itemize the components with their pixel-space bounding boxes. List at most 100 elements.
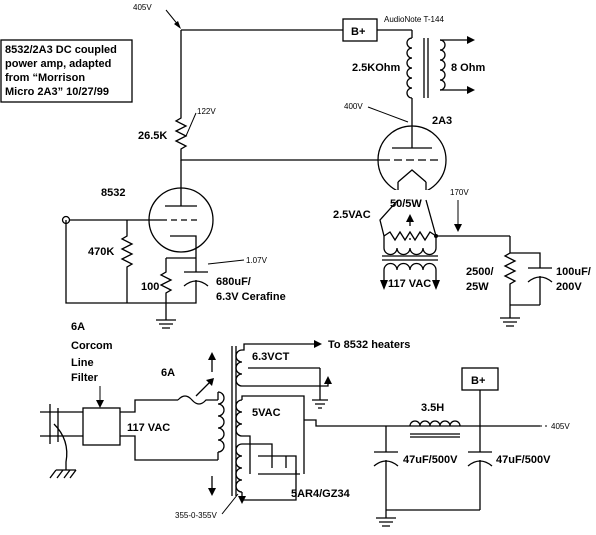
r-plate-26k5 (174, 30, 380, 161)
choke-coil (409, 420, 461, 427)
r-grid-label: 470K (88, 246, 114, 258)
bias-ground-lead (509, 304, 540, 318)
out-xfmr-core (423, 38, 429, 98)
heater-ct-ground (248, 367, 328, 409)
tube-2a3-label: 2A3 (432, 115, 452, 127)
c-cathode-label-1: 680uF/ (216, 276, 251, 288)
voltage-107: 1.07V (246, 256, 268, 265)
title-line-3: from “Morrison (5, 72, 85, 84)
title-line-2: power amp, adapted (5, 58, 111, 70)
tube-2a3-plate (392, 130, 432, 149)
power-switch-arrowhead (206, 378, 214, 386)
heater-winding-label: 6.3VCT (252, 351, 290, 363)
title-line-1: 8532/2A3 DC coupled (5, 44, 117, 56)
fuse-label: 6A (161, 367, 175, 379)
voltage-405-top: 405V (133, 3, 152, 12)
power-xfmr-primary-arrows (208, 352, 216, 496)
mains-plug (49, 404, 59, 444)
filter-label-arrowhead (96, 400, 104, 408)
c-cathode-680uf (166, 258, 209, 304)
primary-z-label: 2.5KOhm (352, 62, 401, 74)
line-filter (82, 407, 121, 446)
pot-resistor (383, 230, 437, 242)
out-xfmr-secondary-coil (439, 39, 446, 91)
filament-primary-leads (383, 270, 437, 280)
tube-8532-cathode (170, 235, 197, 258)
choke-label: 3.5H (421, 402, 444, 414)
bplus-top-box (342, 18, 378, 42)
out-xfmr-secondary-leads (440, 39, 468, 91)
rect-fil-leads (241, 395, 305, 474)
power-xfmr-primary (217, 391, 225, 453)
voltage-355-arrow (221, 493, 239, 515)
power-xfmr-core (231, 346, 237, 496)
voltage-170: 170V (450, 188, 469, 197)
title-line-4: Micro 2A3” 10/27/99 (5, 86, 109, 98)
out-xfmr-primary-coil (406, 37, 413, 99)
filament-xfmr-vac: 117 VAC (388, 278, 431, 290)
c-filter-1 (373, 426, 399, 510)
pot-label: 50/5W (390, 198, 422, 210)
tube-8532-plate (165, 160, 197, 207)
r-cathode-label: 100 (141, 281, 159, 293)
supply-ground (376, 509, 480, 527)
choke-core (410, 433, 460, 438)
r-bias-label-1: 2500/ (466, 266, 494, 278)
c-bias (510, 252, 553, 305)
title-note-box (0, 39, 133, 103)
voltage-400: 400V (344, 102, 363, 111)
tube-2a3-filament (397, 169, 427, 183)
pot-to-winding (383, 236, 437, 248)
filament-vac-label: 2.5VAC (333, 209, 371, 221)
filament-winding-secondary (383, 247, 437, 256)
pot-bg (384, 190, 440, 214)
filament-to-bias (409, 235, 510, 240)
mains-chassis-ground (49, 423, 77, 479)
rectifier-label: 5AR4/GZ34 (291, 488, 351, 500)
filter-label-2: Corcom (71, 340, 113, 352)
bplus-top-label: B+ (351, 26, 365, 38)
filament-xfmr-core (382, 255, 438, 261)
voltage-122-arrow (185, 112, 197, 137)
c-cathode-label-2: 6.3V Cerafine (216, 291, 286, 303)
bplus-bottom-box (461, 367, 499, 391)
filter-out-leads (120, 399, 218, 461)
speaker-arrowheads (467, 36, 475, 94)
rectifier-elements (271, 456, 287, 468)
voltage-400-arrow (367, 106, 409, 123)
tube-8532-label: 8532 (101, 187, 125, 199)
filter-label-3: Line (71, 357, 94, 369)
rect-winding-label: 5VAC (252, 407, 281, 419)
voltage-405-right: 405V (551, 422, 570, 431)
filament-winding-primary (383, 262, 437, 271)
pot-wiper-arrowhead (406, 214, 414, 222)
bias-ground (500, 317, 520, 327)
c-filter-1-label: 47uF/500V (403, 454, 458, 466)
filament-to-pot (379, 199, 437, 237)
c-bias-label-1: 100uF/ (556, 266, 591, 278)
r-plate-label: 26.5K (138, 130, 167, 142)
filter-label-4: Filter (71, 372, 99, 384)
rect-fil-winding (235, 399, 243, 437)
heater-arrowheads (314, 340, 332, 384)
filament-primary-arrowheads (380, 280, 440, 290)
rectifier-plates (258, 455, 300, 475)
hv-ct-arrowhead (238, 496, 246, 504)
r-cathode-100 (159, 257, 196, 303)
voltage-107-arrow (207, 259, 245, 265)
bplus-bottom-label: B+ (471, 375, 485, 387)
heater-dest-label: To 8532 heaters (328, 339, 410, 351)
bias-node (434, 234, 438, 238)
secondary-z-label: 8 Ohm (451, 62, 485, 74)
voltage-355: 355-0-355V (175, 511, 217, 520)
r-bias (503, 236, 517, 305)
voltage-170-arrowhead (454, 224, 462, 232)
mains-vac-label: 117 VAC (127, 422, 170, 434)
heater-winding (235, 349, 243, 387)
c-filter-2-label: 47uF/500V (496, 454, 551, 466)
cathode-ground (156, 303, 176, 329)
hv-winding (235, 443, 243, 493)
voltage-405-top-arrowhead (174, 21, 181, 29)
